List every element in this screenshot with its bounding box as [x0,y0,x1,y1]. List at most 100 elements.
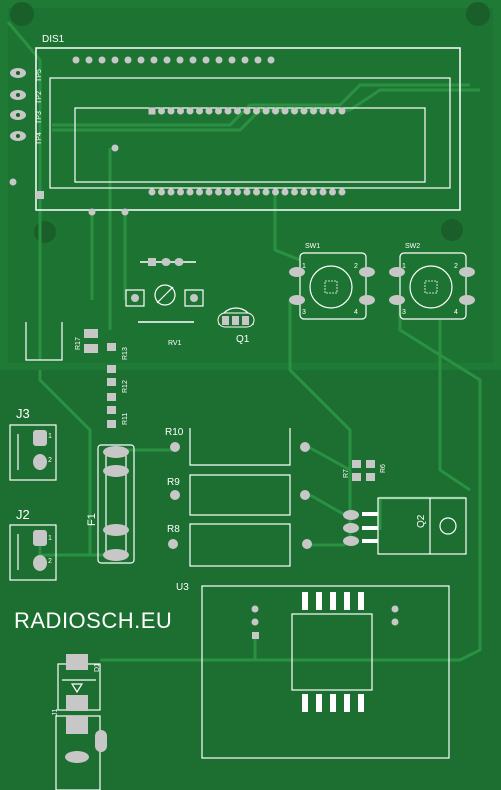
display-pin [189,56,197,64]
display-pin [310,188,317,196]
display-window [49,77,451,189]
j3-connector: J3 1 2 [9,406,57,481]
d1-diode: D1 [57,654,101,711]
mount-hole-tr [466,2,490,26]
j1-power-jack: J1 [52,709,107,790]
r12-label: R12 [122,380,129,393]
svg-text:4: 4 [354,309,358,316]
display-pin [291,107,298,115]
brand-text: RADIOSCH.EU [14,608,172,633]
display-pin [176,56,184,64]
f1-label: F1 [86,513,98,526]
r7-label: R7 [343,469,350,478]
display-pin [228,56,236,64]
f1-fuse: F1 [86,444,135,564]
display-pin [186,188,194,196]
display-pin [205,188,213,196]
j3-label: J3 [16,406,30,421]
display-pin [254,56,262,64]
display-pin [338,107,346,115]
display-pin [281,188,289,196]
display-pin [300,107,308,115]
q2-label: Q2 [416,514,427,528]
j2-connector: J2 1 2 [9,507,57,581]
rv1-label: RV1 [168,340,182,347]
sw2-label: SW2 [405,243,420,250]
display-pin [319,107,327,115]
r11-label: R11 [122,413,129,425]
svg-text:2: 2 [454,263,458,270]
display-pin [148,107,156,115]
svg-text:1: 1 [48,433,52,440]
display-row-a-pins [148,107,346,115]
rv1-trimmer: RV1 [125,258,204,347]
display-pin [338,188,346,196]
display-pin [167,107,175,115]
vias [88,144,129,216]
display-pin [329,107,336,115]
display-active-area [74,107,426,183]
svg-text:2: 2 [354,263,358,270]
j2-label: J2 [16,507,30,522]
display-pin [272,107,279,115]
r6-label: R6 [380,464,387,473]
display-pin [215,188,222,196]
display-pin [196,107,203,115]
display-pin [215,56,223,64]
display-pin [158,107,165,115]
smd-resistors-left: R17 R13 R12 R11 [25,322,129,428]
r9-label: R9 [167,477,180,488]
svg-text:1: 1 [402,263,406,270]
tp3-label: TP3 [36,111,43,124]
dis1-label: DIS1 [42,34,65,45]
display-pin [85,56,93,64]
display-pin [205,107,213,115]
svg-text:4: 4 [454,309,458,316]
display-pin [310,107,317,115]
display-pin [224,107,232,115]
display-pin [158,188,165,196]
svg-text:1: 1 [302,263,306,270]
svg-text:2: 2 [48,558,52,565]
display-pin [253,107,260,115]
sw1-label: SW1 [305,243,320,250]
svg-text:3: 3 [302,309,306,316]
display-pin [196,188,203,196]
display-pin [234,188,241,196]
tp5-label: TP5 [36,69,43,82]
power-resistors: R10 R9 R8 [165,427,312,567]
display-pin [167,188,175,196]
r13-label: R13 [122,347,129,360]
r17-label: R17 [75,337,82,350]
r8-label: R8 [167,524,180,535]
display-pin [281,107,289,115]
display-header-pins [72,56,275,64]
display-pin [272,188,279,196]
display-outline [35,47,461,211]
display-pin [202,56,210,64]
svg-text:2: 2 [48,457,52,464]
display-pin [262,188,270,196]
u3-label: U3 [176,582,189,593]
display-pin [177,107,184,115]
display-pin [262,107,270,115]
q1-transistor: Q1 [217,307,255,345]
display-pin [137,56,145,64]
display-pin [72,56,80,64]
mount-hole-mr [441,219,463,241]
d1-label: D1 [94,663,101,672]
display-pin [243,107,251,115]
svg-text:1: 1 [48,535,52,542]
test-points: TP5 TP2 TP3 TP4 [9,68,44,199]
q2-regulator-area: R7 R6 Q2 [343,460,467,555]
u3-module: U3 [176,582,450,759]
display-pin [329,188,336,196]
display-pin [98,56,106,64]
display-pin [148,188,156,196]
sw1-switch: SW1 1 2 3 4 [289,243,375,320]
display-pin [224,188,232,196]
q1-label: Q1 [236,334,250,345]
mount-hole-ml [34,221,56,243]
display-pin [319,188,327,196]
